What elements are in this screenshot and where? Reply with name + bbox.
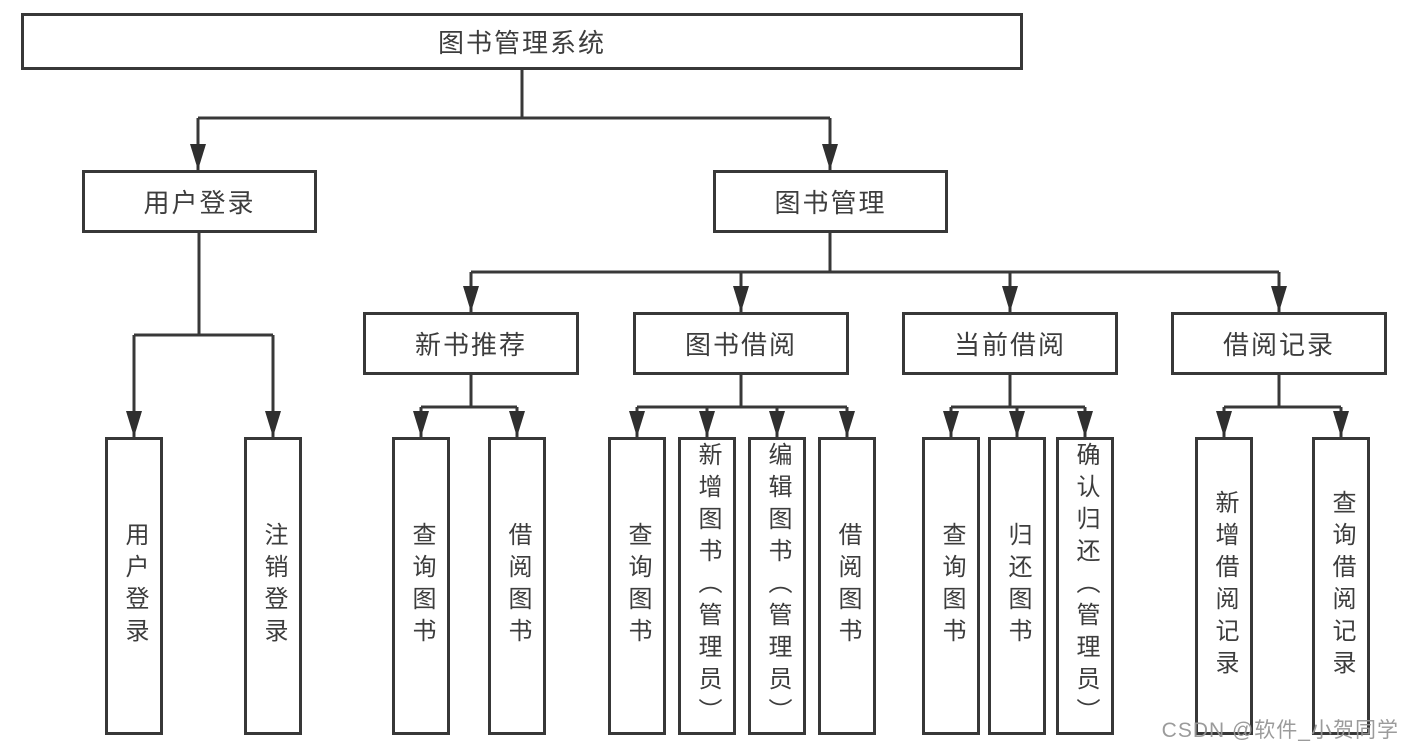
- node-leaf-add-books-admin: 新增图书（管理员）: [678, 437, 736, 735]
- node-user-login: 用户登录: [82, 170, 317, 233]
- node-leaf-query-borrow-record: 查询借阅记录: [1312, 437, 1370, 735]
- node-book-management: 图书管理: [713, 170, 948, 233]
- arrowhead-icon: [509, 411, 525, 437]
- arrowhead-icon: [769, 411, 785, 437]
- arrowhead-icon: [413, 411, 429, 437]
- arrowhead-icon: [126, 411, 142, 437]
- arrowhead-icon: [1271, 286, 1287, 312]
- arrowhead-icon: [1002, 286, 1018, 312]
- arrowhead-icon: [1216, 411, 1232, 437]
- arrowhead-icon: [822, 144, 838, 170]
- arrowheads: [126, 144, 1349, 437]
- node-leaf-logout: 注销登录: [244, 437, 302, 735]
- node-leaf-return-books: 归还图书: [988, 437, 1046, 735]
- arrowhead-icon: [733, 286, 749, 312]
- node-leaf-confirm-return-admin: 确认归还（管理员）: [1056, 437, 1114, 735]
- node-leaf-query-books-current: 查询图书: [922, 437, 980, 735]
- arrowhead-icon: [1009, 411, 1025, 437]
- edge-book-mgmt-children: [469, 233, 1281, 312]
- arrowhead-icon: [699, 411, 715, 437]
- edge-book-borrow-children: [635, 375, 849, 437]
- arrowhead-icon: [839, 411, 855, 437]
- arrowhead-icon: [190, 144, 206, 170]
- arrowhead-icon: [1333, 411, 1349, 437]
- edge-borrow-records-children: [1222, 375, 1343, 437]
- node-new-book-recommendation: 新书推荐: [363, 312, 579, 375]
- node-leaf-query-books-borrow: 查询图书: [608, 437, 666, 735]
- node-leaf-add-borrow-record: 新增借阅记录: [1195, 437, 1253, 735]
- node-leaf-query-books-rec: 查询图书: [392, 437, 450, 735]
- edge-root-to-level2: [196, 70, 832, 170]
- node-leaf-user-login: 用户登录: [105, 437, 163, 735]
- csdn-watermark: CSDN @软件_小贺同学: [1161, 719, 1399, 742]
- edge-new-book-rec-children: [419, 375, 519, 437]
- arrowhead-icon: [629, 411, 645, 437]
- arrowhead-icon: [943, 411, 959, 437]
- node-current-borrowing: 当前借阅: [902, 312, 1118, 375]
- edge-user-login-children: [132, 233, 275, 437]
- node-book-borrowing: 图书借阅: [633, 312, 849, 375]
- arrowhead-icon: [1077, 411, 1093, 437]
- node-borrowing-records: 借阅记录: [1171, 312, 1387, 375]
- arrowhead-icon: [265, 411, 281, 437]
- arrowhead-icon: [463, 286, 479, 312]
- node-leaf-borrow-books-rec: 借阅图书: [488, 437, 546, 735]
- node-leaf-edit-books-admin: 编辑图书（管理员）: [748, 437, 806, 735]
- node-library-management-system: 图书管理系统: [21, 13, 1023, 70]
- node-leaf-borrow-books: 借阅图书: [818, 437, 876, 735]
